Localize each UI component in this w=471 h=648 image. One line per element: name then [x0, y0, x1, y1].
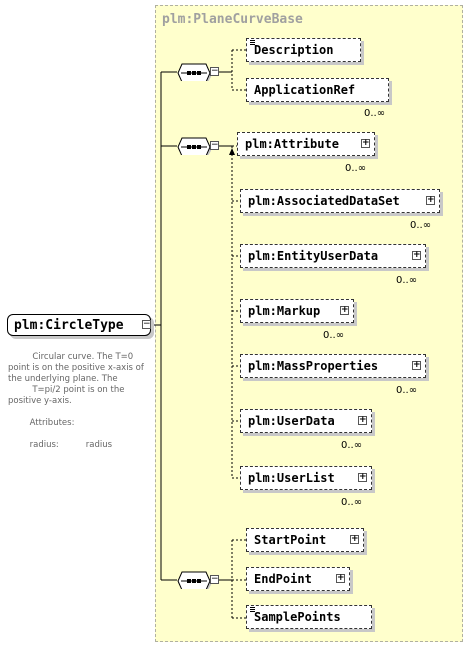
massproperties-expand-toggle[interactable]: +	[412, 360, 421, 370]
markup-element[interactable]: plm:Markup +	[240, 299, 354, 323]
attribute-expand-toggle[interactable]: +	[361, 138, 370, 148]
markup-cardinality: 0..∞	[323, 330, 345, 341]
endpoint-element[interactable]: EndPoint +	[246, 567, 350, 591]
massproperties-element[interactable]: plm:MassProperties +	[240, 354, 426, 378]
userlist-expand-toggle[interactable]: +	[358, 472, 367, 482]
massproperties-cardinality: 0..∞	[396, 385, 418, 396]
documentation-icon	[250, 40, 255, 45]
userlist-element[interactable]: plm:UserList +	[240, 466, 372, 490]
samplepoints-element[interactable]: SamplePoints	[246, 605, 372, 629]
collapse-toggle[interactable]: −	[142, 319, 151, 329]
startpoint-expand-toggle[interactable]: +	[350, 534, 359, 544]
description-element[interactable]: Description	[246, 38, 361, 62]
attribute-cardinality: 0..∞	[345, 163, 367, 174]
associateddataset-cardinality: 0..∞	[410, 220, 432, 231]
associateddataset-element[interactable]: plm:AssociatedDataSet +	[240, 189, 440, 213]
sequence-compositor-3[interactable]	[177, 571, 211, 589]
userlist-cardinality: 0..∞	[341, 497, 363, 508]
circle-type-documentation: Circular curve. The T=0 point is on the …	[8, 352, 144, 450]
applicationref-element[interactable]: ApplicationRef	[246, 78, 389, 102]
endpoint-expand-toggle[interactable]: +	[336, 573, 345, 583]
circle-type-node[interactable]: plm:CircleType −	[7, 314, 151, 336]
sequence-compositor-2[interactable]	[177, 137, 211, 155]
markup-expand-toggle[interactable]: +	[340, 305, 349, 315]
userdata-expand-toggle[interactable]: +	[358, 415, 367, 425]
associateddataset-expand-toggle[interactable]: +	[426, 195, 435, 205]
userdata-cardinality: 0..∞	[341, 440, 363, 451]
entityuserdata-element[interactable]: plm:EntityUserData +	[240, 244, 426, 268]
userdata-element[interactable]: plm:UserData +	[240, 409, 372, 433]
sequence-3-collapse-toggle[interactable]: −	[210, 574, 219, 584]
sequence-1-collapse-toggle[interactable]: −	[210, 66, 219, 76]
circle-type-label: plm:CircleType	[14, 318, 124, 333]
attribute-element[interactable]: plm:Attribute +	[237, 132, 375, 156]
applicationref-cardinality: 0..∞	[364, 108, 386, 119]
entityuserdata-expand-toggle[interactable]: +	[412, 250, 421, 260]
sequence-2-collapse-toggle[interactable]: −	[210, 140, 219, 150]
startpoint-element[interactable]: StartPoint +	[246, 528, 364, 552]
sequence-compositor-1[interactable]	[177, 63, 211, 81]
base-type-title: plm:PlaneCurveBase	[162, 12, 303, 27]
entityuserdata-cardinality: 0..∞	[396, 275, 418, 286]
documentation-icon	[250, 607, 255, 612]
